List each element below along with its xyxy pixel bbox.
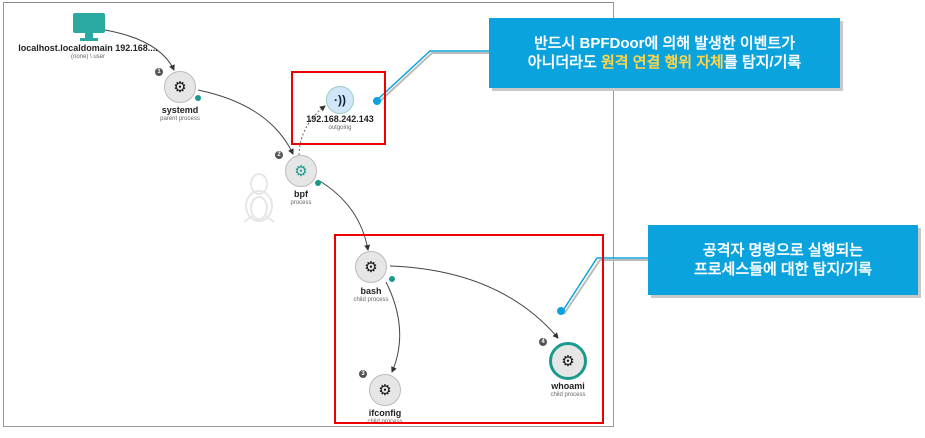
node-bash[interactable]: ⚙ [355, 251, 387, 283]
step-badge-1: 1 [155, 68, 163, 76]
edge-bash-ifconfig [385, 281, 401, 373]
edge-host-systemd [104, 29, 175, 71]
gears-icon: ⚙ [364, 259, 378, 276]
edge-systemd-bpf [197, 89, 294, 155]
edge-bpf-outgoing [298, 105, 326, 156]
step-badge-2: 2 [275, 151, 283, 159]
host-label: localhost.localdomain 192.168.... (none)… [18, 43, 158, 61]
callout2-leader-shadow [563, 259, 650, 315]
linux-penguin-icon [236, 172, 282, 229]
gears-icon: ⚙ [378, 382, 392, 399]
highlight-box-child-processes [334, 234, 604, 424]
step-badge-3: 3 [359, 370, 367, 378]
step-badge-4: 4 [539, 338, 547, 346]
callout1-leader [375, 50, 489, 102]
edge-bpf-bash [317, 179, 371, 251]
callout2-leader [561, 257, 648, 313]
node-systemd[interactable]: ⚙ [164, 71, 196, 103]
highlight-box-outgoing [291, 71, 386, 145]
callout1-leader-shadow [377, 52, 491, 104]
gears-icon: ⚙ [173, 79, 187, 96]
callout-child-processes: 공격자 명령으로 실행되는 프로세스들에 대한 탐지/기록 [648, 225, 918, 295]
node-ifconfig[interactable]: ⚙ [369, 374, 401, 406]
node-outgoing-connection[interactable]: ·)) [326, 86, 354, 114]
gears-icon: ⚙ [294, 163, 308, 180]
status-dot [195, 95, 201, 101]
wireless-signal-icon: ·)) [334, 93, 346, 107]
host-monitor-icon[interactable] [72, 12, 106, 47]
edge-bash-whoami [389, 265, 559, 339]
gears-icon: ⚙ [561, 353, 575, 370]
callout2-leader-dot [557, 307, 565, 315]
callout1-leader-dot [373, 97, 381, 105]
node-whoami-selected[interactable]: ⚙ [549, 342, 587, 380]
callout-remote-connection: 반드시 BPFDoor에 의해 발생한 이벤트가 아니더라도 원격 연결 행위 … [489, 18, 840, 88]
status-dot [389, 276, 395, 282]
status-dot [315, 180, 321, 186]
node-bpf[interactable]: ⚙ [285, 155, 317, 187]
